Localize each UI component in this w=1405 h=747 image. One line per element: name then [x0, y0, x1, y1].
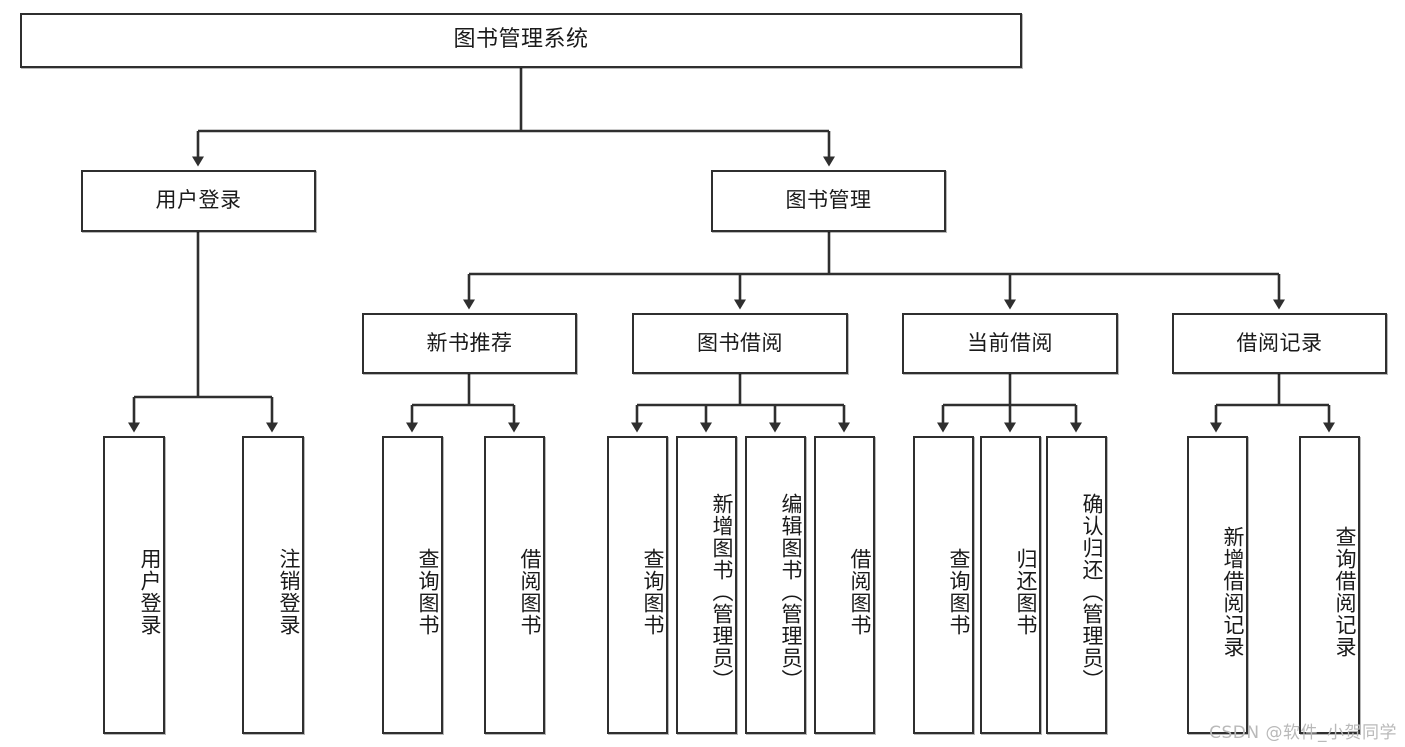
- node-leaf-borrow-book-1-label: 借阅图书: [518, 548, 542, 636]
- node-leaf-borrow-book-2-label: 借阅图书: [848, 548, 872, 636]
- node-leaf-edit-book[interactable]: 编辑图书（管理员）: [745, 436, 806, 734]
- node-root-label: 图书管理系统: [453, 27, 589, 53]
- node-leaf-add-record[interactable]: 新增借阅记录: [1187, 436, 1248, 734]
- node-leaf-user-login-label: 用户登录: [138, 548, 162, 636]
- node-current-borrow[interactable]: 当前借阅: [902, 313, 1118, 374]
- node-leaf-query-book-1-label: 查询图书: [416, 548, 440, 636]
- node-leaf-confirm-return[interactable]: 确认归还（管理员）: [1046, 436, 1107, 734]
- node-leaf-return-book-label: 归还图书: [1014, 548, 1038, 636]
- node-leaf-add-record-label: 新增借阅记录: [1221, 526, 1245, 658]
- node-leaf-confirm-return-label: 确认归还（管理员）: [1080, 493, 1104, 691]
- node-user-login[interactable]: 用户登录: [81, 170, 316, 232]
- node-book-borrow[interactable]: 图书借阅: [632, 313, 848, 374]
- node-new-book-recommend-label: 新书推荐: [426, 330, 513, 355]
- node-leaf-logout-label: 注销登录: [277, 548, 301, 636]
- node-borrow-record-label: 借阅记录: [1236, 330, 1323, 355]
- node-leaf-query-book-2[interactable]: 查询图书: [607, 436, 668, 734]
- node-leaf-add-book-label: 新增图书（管理员）: [710, 493, 734, 691]
- node-leaf-user-login[interactable]: 用户登录: [103, 436, 165, 734]
- watermark: CSDN @软件_小贺同学: [1209, 723, 1397, 743]
- node-book-manage-label: 图书管理: [785, 188, 872, 213]
- node-leaf-borrow-book-2[interactable]: 借阅图书: [814, 436, 875, 734]
- node-root[interactable]: 图书管理系统: [20, 13, 1022, 68]
- node-leaf-query-book-3[interactable]: 查询图书: [913, 436, 974, 734]
- node-leaf-query-book-3-label: 查询图书: [947, 548, 971, 636]
- node-book-manage[interactable]: 图书管理: [711, 170, 946, 232]
- node-leaf-query-book-2-label: 查询图书: [641, 548, 665, 636]
- node-user-login-label: 用户登录: [155, 188, 242, 213]
- node-leaf-query-record[interactable]: 查询借阅记录: [1299, 436, 1360, 734]
- node-new-book-recommend[interactable]: 新书推荐: [362, 313, 577, 374]
- node-borrow-record[interactable]: 借阅记录: [1172, 313, 1387, 374]
- node-leaf-return-book[interactable]: 归还图书: [980, 436, 1041, 734]
- node-book-borrow-label: 图书借阅: [697, 330, 783, 355]
- node-leaf-add-book[interactable]: 新增图书（管理员）: [676, 436, 737, 734]
- node-leaf-edit-book-label: 编辑图书（管理员）: [779, 493, 803, 691]
- node-leaf-query-book-1[interactable]: 查询图书: [382, 436, 443, 734]
- node-leaf-query-record-label: 查询借阅记录: [1333, 526, 1357, 658]
- node-leaf-borrow-book-1[interactable]: 借阅图书: [484, 436, 545, 734]
- node-current-borrow-label: 当前借阅: [967, 330, 1053, 355]
- node-leaf-logout[interactable]: 注销登录: [242, 436, 304, 734]
